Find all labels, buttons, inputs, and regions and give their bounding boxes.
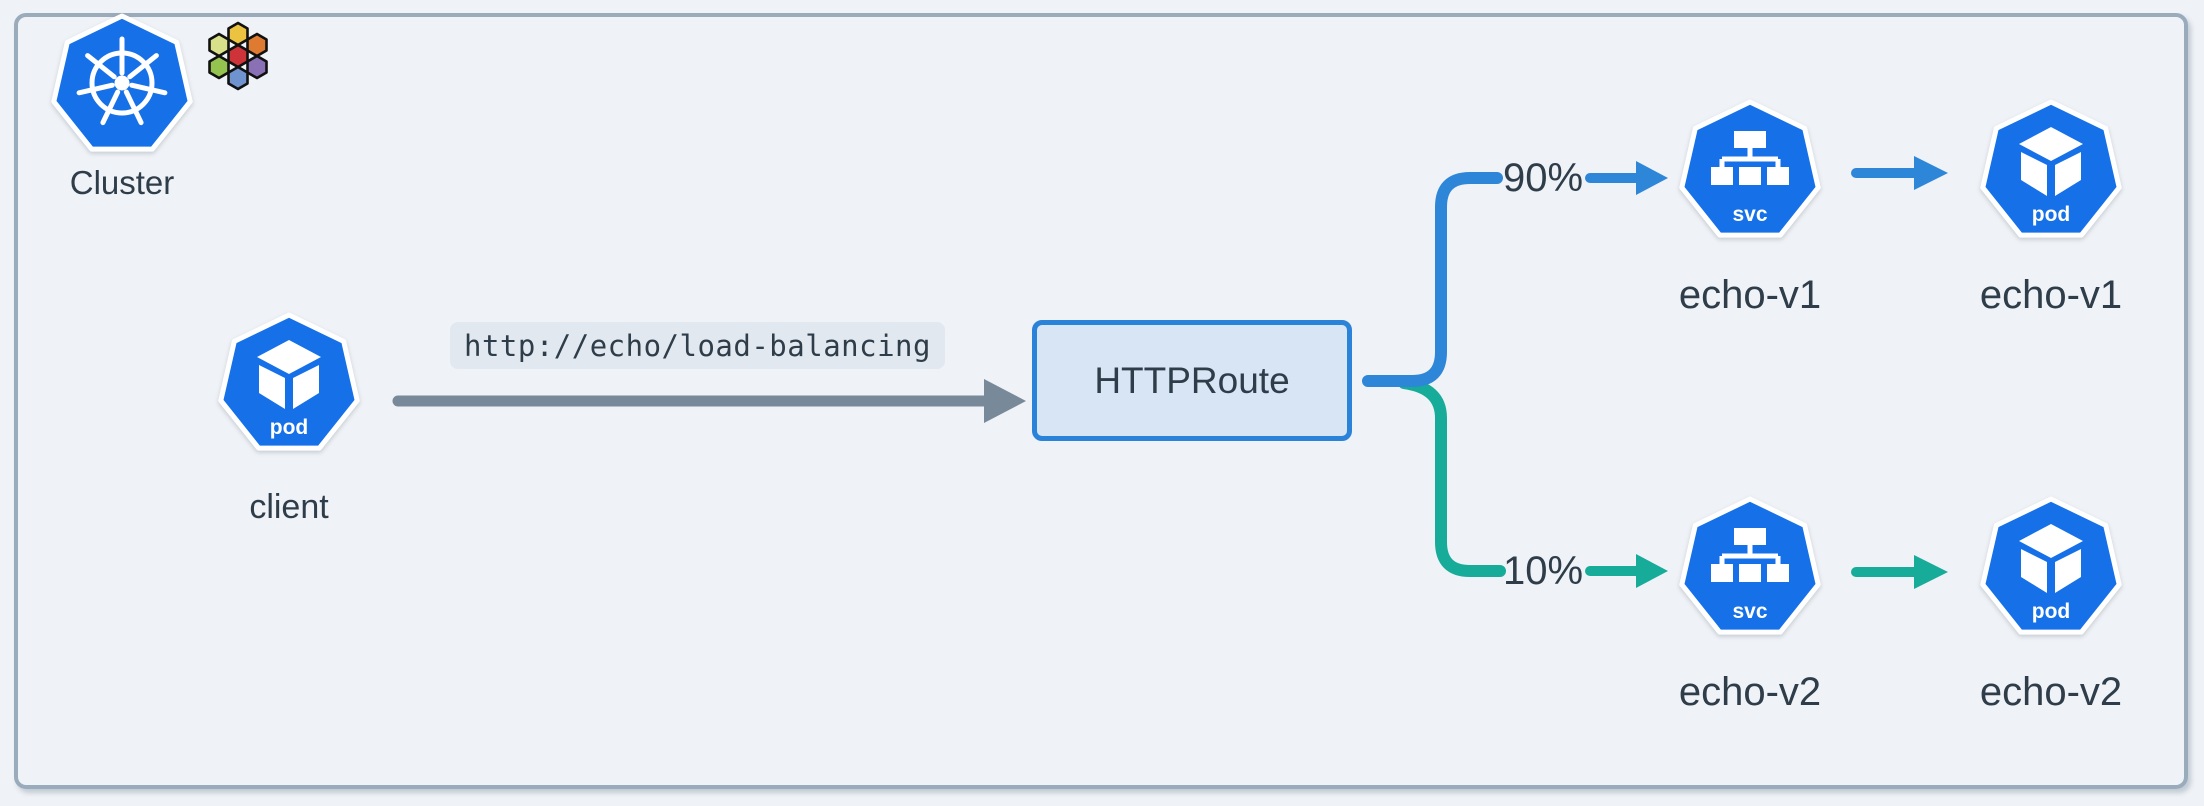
kubernetes-logo-icon: [51, 13, 193, 152]
pod-badge-text: pod: [2032, 600, 2070, 623]
service-v1-label: echo-v1: [1678, 273, 1822, 317]
pod-icon: pod: [1980, 496, 2122, 635]
pod-v1-node: pod echo-v1: [1976, 97, 2126, 318]
pod-v2-node: pod echo-v2: [1976, 494, 2126, 715]
svc-badge-text: svc: [1732, 600, 1767, 623]
weight-90-label: 90%: [1502, 155, 1584, 200]
svc-badge-text: svc: [1732, 203, 1767, 226]
pod-icon: pod: [218, 312, 360, 451]
cluster-boundary: [14, 13, 2188, 789]
httproute-box: HTTPRoute: [1032, 320, 1352, 441]
weight-10-label: 10%: [1502, 548, 1584, 593]
request-url-chip: http://echo/load-balancing: [450, 322, 945, 369]
client-pod-node: pod client: [214, 310, 364, 527]
hexagons-icon: [208, 21, 268, 91]
pod-badge-text: pod: [2032, 203, 2070, 226]
service-icon: svc: [1679, 496, 1821, 635]
pod-icon: pod: [1980, 99, 2122, 238]
service-icon: svc: [1679, 99, 1821, 238]
cluster-label: Cluster: [69, 164, 175, 201]
service-v2-label: echo-v2: [1678, 670, 1822, 714]
client-label: client: [249, 488, 329, 526]
pod-v1-label: echo-v1: [1979, 273, 2123, 317]
service-v1-node: svc echo-v1: [1675, 97, 1825, 318]
service-v2-node: svc echo-v2: [1675, 494, 1825, 715]
cluster-node: Cluster: [47, 11, 197, 202]
pod-v2-label: echo-v2: [1979, 670, 2123, 714]
pod-badge-text: pod: [270, 416, 308, 439]
